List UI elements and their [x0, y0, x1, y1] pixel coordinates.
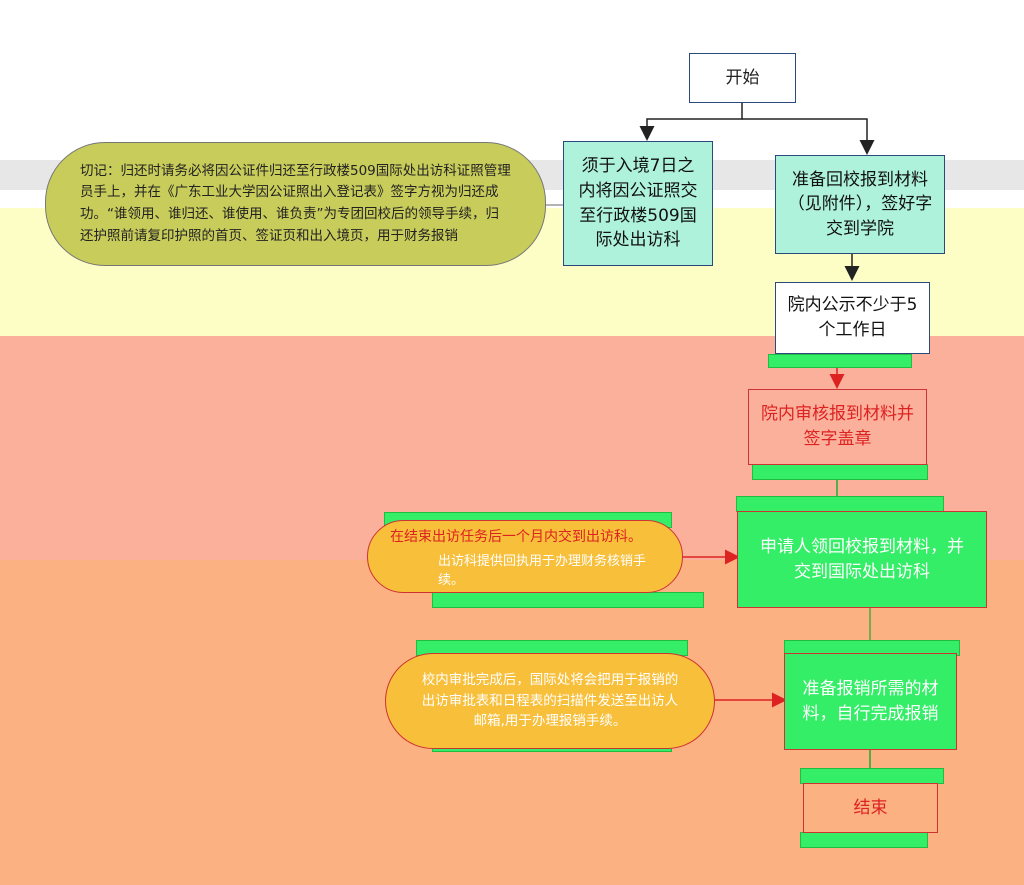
highlight-strip — [432, 592, 704, 608]
submit-report-step: 申请人领回校报到材料，并交到国际处出访科 — [737, 511, 987, 608]
passport-return-label: 须于入境7日之内将因公证照交至行政楼509国际处出访科 — [578, 156, 698, 251]
reminder-text: 切记：归还时请务必将因公证件归还至行政楼509国际处出访科证照管理员手上，并在《… — [80, 162, 511, 244]
submit-report-label: 申请人领回校报到材料，并交到国际处出访科 — [760, 536, 964, 582]
report-deadline-note: 在结束出访任务后一个月内交到出访科。 出访科提供回执用于办理财务核销手续。 — [367, 520, 683, 593]
report-deadline-text: 在结束出访任务后一个月内交到出访科。 — [390, 528, 642, 545]
review-step: 院内审核报到材料并签字盖章 — [748, 389, 927, 465]
report-receipt-text: 出访科提供回执用于办理财务核销手续。 — [438, 553, 647, 588]
highlight-strip — [800, 768, 944, 784]
prepare-report-label: 准备回校报到材料（见附件），签好字交到学院 — [787, 169, 933, 239]
highlight-strip — [768, 354, 912, 368]
reimbursement-step: 准备报销所需的材料，自行完成报销 — [784, 653, 957, 750]
scan-notice-text: 校内审批完成后，国际处将会把用于报销的出访审批表和日程表的扫描件发送至出访人邮箱… — [421, 671, 679, 730]
end-node: 结束 — [803, 783, 938, 833]
highlight-strip — [736, 496, 944, 512]
review-label: 院内审核报到材料并签字盖章 — [761, 404, 914, 449]
passport-return-step: 须于入境7日之内将因公证照交至行政楼509国际处出访科 — [563, 141, 713, 266]
end-label: 结束 — [853, 797, 888, 818]
scan-notice-note: 校内审批完成后，国际处将会把用于报销的出访审批表和日程表的扫描件发送至出访人邮箱… — [385, 653, 715, 749]
publicity-step: 院内公示不少于5个工作日 — [775, 282, 930, 354]
start-node: 开始 — [689, 53, 796, 103]
reimbursement-label: 准备报销所需的材料，自行完成报销 — [802, 678, 939, 724]
prepare-report-step: 准备回校报到材料（见附件），签好字交到学院 — [775, 155, 945, 254]
highlight-strip — [752, 464, 928, 480]
start-label: 开始 — [725, 67, 760, 88]
highlight-strip — [800, 832, 928, 848]
publicity-label: 院内公示不少于5个工作日 — [787, 295, 918, 340]
reminder-note: 切记：归还时请务必将因公证件归还至行政楼509国际处出访科证照管理员手上，并在《… — [45, 142, 546, 266]
